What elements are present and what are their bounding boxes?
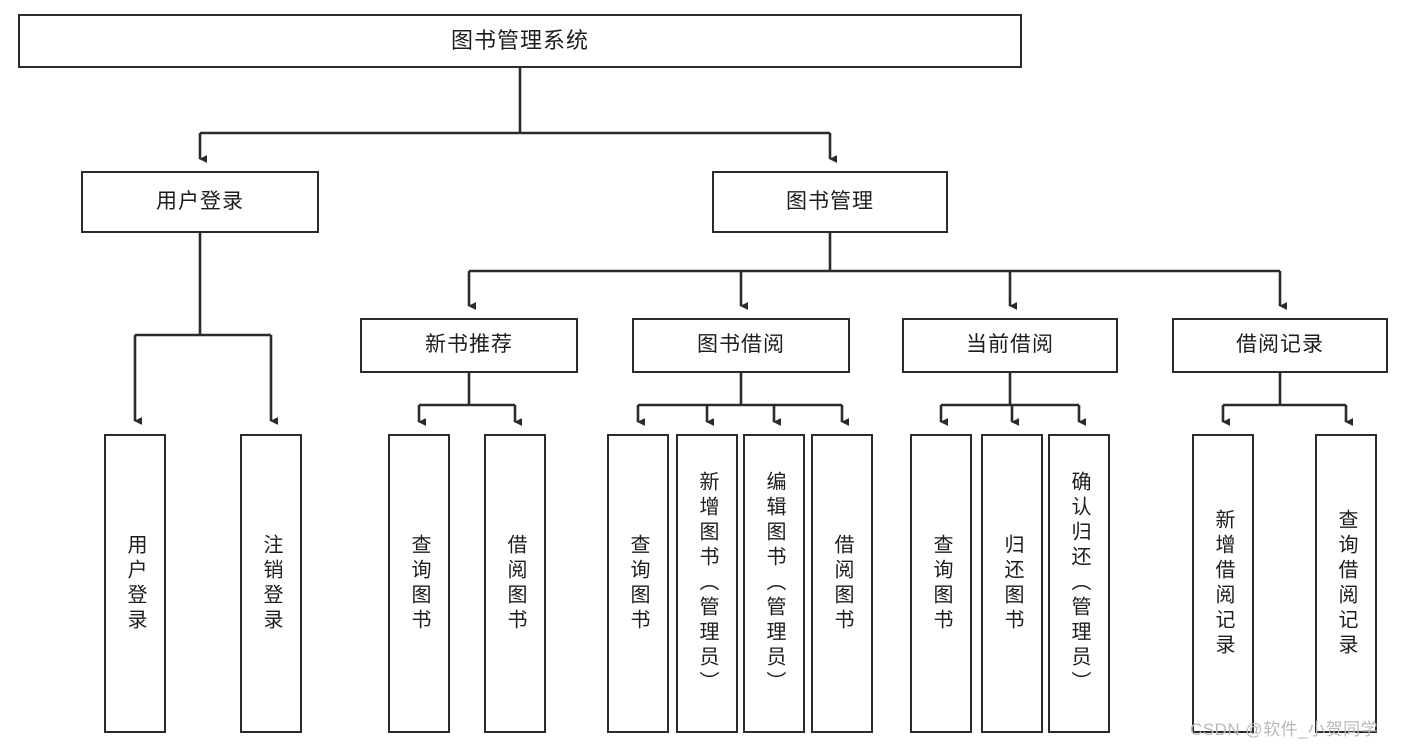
node-leaf-borrow-book-1-label: 借阅图书 <box>504 533 526 634</box>
node-leaf-query-book-1-label: 查询图书 <box>408 533 430 634</box>
node-leaf-borrow-book-1[interactable]: 借阅图书 <box>484 434 546 733</box>
node-leaf-return-book-label: 归还图书 <box>1001 533 1023 634</box>
node-user-login[interactable]: 用户登录 <box>81 171 319 233</box>
node-leaf-add-book-label: 新增图书（管理员） <box>696 471 718 696</box>
node-root-label: 图书管理系统 <box>450 28 589 54</box>
node-leaf-logout-login[interactable]: 注销登录 <box>240 434 302 733</box>
node-leaf-query-book-2[interactable]: 查询图书 <box>607 434 669 733</box>
node-borrow-record[interactable]: 借阅记录 <box>1172 318 1388 373</box>
node-book-borrow-label: 图书借阅 <box>697 333 785 357</box>
node-leaf-query-book-1[interactable]: 查询图书 <box>388 434 450 733</box>
node-leaf-confirm-return[interactable]: 确认归还（管理员） <box>1048 434 1110 733</box>
node-leaf-query-book-3-label: 查询图书 <box>930 533 952 634</box>
node-current-borrow-label: 当前借阅 <box>966 333 1054 357</box>
node-leaf-query-book-2-label: 查询图书 <box>627 533 649 634</box>
node-leaf-add-borrow-record-label: 新增借阅记录 <box>1212 508 1234 659</box>
node-leaf-logout-login-label: 注销登录 <box>260 533 282 634</box>
node-new-book-recommend-label: 新书推荐 <box>425 333 513 357</box>
node-leaf-query-book-3[interactable]: 查询图书 <box>910 434 972 733</box>
node-leaf-query-borrow-record[interactable]: 查询借阅记录 <box>1315 434 1377 733</box>
node-leaf-user-login-label: 用户登录 <box>124 533 146 634</box>
node-borrow-record-label: 借阅记录 <box>1236 333 1324 357</box>
node-leaf-return-book[interactable]: 归还图书 <box>981 434 1043 733</box>
node-leaf-add-borrow-record[interactable]: 新增借阅记录 <box>1192 434 1254 733</box>
node-leaf-confirm-return-label: 确认归还（管理员） <box>1068 471 1090 696</box>
watermark: CSDN @软件_小贺同学 <box>1190 720 1379 739</box>
node-leaf-user-login[interactable]: 用户登录 <box>104 434 166 733</box>
node-current-borrow[interactable]: 当前借阅 <box>902 318 1118 373</box>
node-book-management[interactable]: 图书管理 <box>712 171 948 233</box>
node-leaf-edit-book-label: 编辑图书（管理员） <box>763 471 785 696</box>
node-leaf-add-book[interactable]: 新增图书（管理员） <box>676 434 738 733</box>
node-new-book-recommend[interactable]: 新书推荐 <box>360 318 578 373</box>
node-leaf-borrow-book-2[interactable]: 借阅图书 <box>811 434 873 733</box>
node-book-borrow[interactable]: 图书借阅 <box>632 318 850 373</box>
node-root[interactable]: 图书管理系统 <box>18 14 1022 68</box>
node-book-management-label: 图书管理 <box>786 189 874 213</box>
node-leaf-query-borrow-record-label: 查询借阅记录 <box>1335 508 1357 659</box>
node-user-login-label: 用户登录 <box>156 189 244 213</box>
node-leaf-edit-book[interactable]: 编辑图书（管理员） <box>743 434 805 733</box>
node-leaf-borrow-book-2-label: 借阅图书 <box>831 533 853 634</box>
